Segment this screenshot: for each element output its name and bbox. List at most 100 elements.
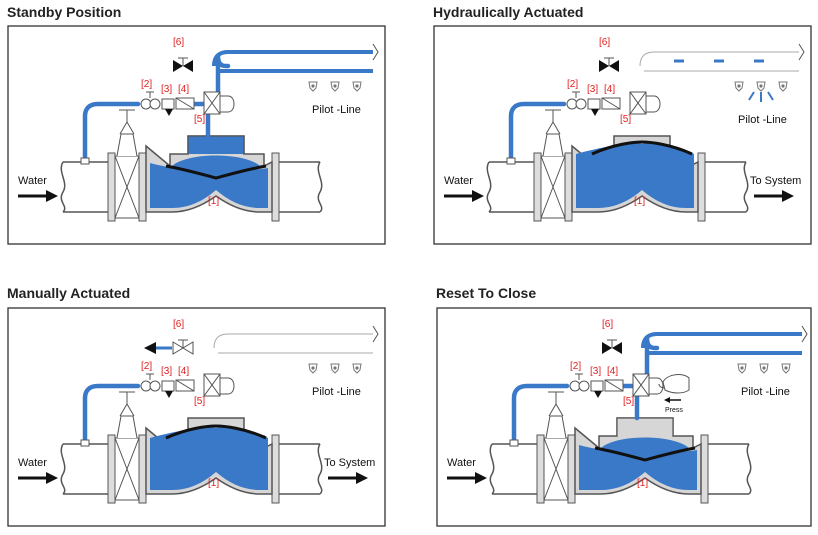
label-3: [3] <box>587 84 598 95</box>
label-2: [2] <box>141 361 152 372</box>
label-2: [2] <box>570 361 581 372</box>
label-2: [2] <box>567 79 578 90</box>
gate-valve <box>114 391 140 501</box>
label-6: [6] <box>173 319 184 330</box>
inlet-flange <box>138 434 147 504</box>
priming-connection <box>80 157 90 165</box>
label-5: [5] <box>620 114 631 125</box>
valve-water-open <box>150 427 268 490</box>
label-1: [1] <box>208 196 219 207</box>
bonnet <box>616 417 674 436</box>
pilot-line <box>212 50 373 73</box>
gate-valve <box>114 109 140 219</box>
priming-line <box>508 101 567 163</box>
panel-title-hydraulic: Hydraulically Actuated <box>433 4 584 20</box>
label-6: [6] <box>602 319 613 330</box>
priming-line <box>82 383 141 445</box>
priming-connection <box>509 439 519 447</box>
inlet-label: Water <box>447 457 476 469</box>
pilot-line <box>641 332 802 355</box>
sprinkler-heads <box>308 363 362 374</box>
actuator <box>632 373 664 397</box>
pilot-line-end <box>801 325 808 343</box>
pilot-line-label: Pilot -Line <box>312 386 361 398</box>
outlet-label: To System <box>750 175 801 187</box>
check-valve <box>140 91 161 110</box>
label-5: [5] <box>623 396 634 407</box>
label-2: [2] <box>141 79 152 90</box>
label-4: [4] <box>178 84 189 95</box>
actuator <box>203 91 235 115</box>
pilot-line-end <box>372 43 379 61</box>
priming-connection <box>506 157 516 165</box>
label-1: [1] <box>637 478 648 489</box>
diaphragm <box>165 424 267 440</box>
label-5: [5] <box>194 114 205 125</box>
pilot-line <box>639 51 799 72</box>
bonnet-water <box>187 135 245 154</box>
pilot-line-end <box>798 43 805 61</box>
outlet-pipe <box>700 434 752 504</box>
label-5: [5] <box>194 396 205 407</box>
inlet-flange <box>567 434 576 504</box>
panel-title-standby: Standby Position <box>7 4 122 20</box>
panel-manual: Pilot -Line Water To System [6] [2] [3] … <box>7 307 386 527</box>
label-6: [6] <box>599 37 610 48</box>
actuator <box>203 373 235 397</box>
pilot-line <box>213 333 373 354</box>
inlet-label: Water <box>18 457 47 469</box>
pilot-line-label: Pilot -Line <box>738 114 787 126</box>
outlet-label: To System <box>324 457 375 469</box>
pilot-line-end <box>372 325 379 343</box>
outlet-pipe <box>271 434 323 504</box>
gate-valve <box>543 391 569 501</box>
priming-connection <box>80 439 90 447</box>
label-6: [6] <box>173 37 184 48</box>
check-valve <box>569 373 590 392</box>
label-3: [3] <box>161 84 172 95</box>
label-4: [4] <box>178 366 189 377</box>
diaphragm <box>591 140 693 156</box>
outlet-pipe <box>271 152 323 222</box>
valve-water-open <box>576 143 694 208</box>
strainer <box>161 380 175 398</box>
manual-release-valve <box>602 339 622 354</box>
manual-release-valve <box>599 57 619 72</box>
press-label: Press <box>665 407 683 414</box>
sprinkler-heads <box>734 81 788 92</box>
strainer <box>590 380 604 398</box>
panel-title-reset: Reset To Close <box>436 285 537 301</box>
hand-icon <box>658 374 690 394</box>
label-1: [1] <box>208 478 219 489</box>
pilot-line-label: Pilot -Line <box>741 386 790 398</box>
label-1: [1] <box>634 196 645 207</box>
panel-standby: Pilot -Line Water [6] [2] [3] [4] [5] [1… <box>7 25 386 245</box>
inlet-flange <box>138 152 147 222</box>
sprinkler-heads <box>737 363 791 374</box>
label-3: [3] <box>161 366 172 377</box>
inlet-flange <box>564 152 573 222</box>
strainer <box>161 98 175 116</box>
gate-valve <box>540 109 566 219</box>
actuator <box>629 91 661 115</box>
panel-title-manual: Manually Actuated <box>7 285 131 301</box>
inlet-label: Water <box>18 175 47 187</box>
pilot-line-label: Pilot -Line <box>312 104 361 116</box>
manual-release-valve <box>172 339 194 355</box>
outlet-pipe <box>697 152 749 222</box>
label-3: [3] <box>590 366 601 377</box>
inlet-label: Water <box>444 175 473 187</box>
inlet-pipe <box>60 434 116 504</box>
panel-hydraulic: Pilot -Line Water To System [6] [2] [3] … <box>433 25 812 245</box>
diaphragm <box>594 446 696 462</box>
label-4: [4] <box>607 366 618 377</box>
diaphragm <box>165 164 267 180</box>
manual-release-valve <box>173 57 193 72</box>
check-valve <box>566 91 587 110</box>
sprinkler-heads <box>308 81 362 92</box>
panel-reset: Press Pilot -Line Water [6] [2] [3] [4] … <box>436 307 812 527</box>
check-valve <box>140 373 161 392</box>
sprinkler-spray <box>748 91 774 102</box>
label-4: [4] <box>604 84 615 95</box>
